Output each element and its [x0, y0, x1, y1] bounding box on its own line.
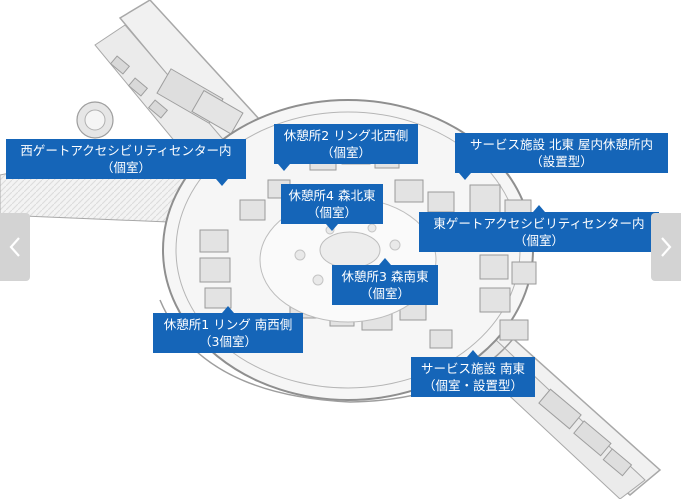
callout-detail: （個室）: [306, 205, 357, 220]
callout-title: サービス施設 北東 屋内休憩所内: [470, 137, 653, 152]
chevron-left-icon: [9, 237, 20, 257]
prev-slide-button[interactable]: [0, 213, 30, 281]
next-slide-button[interactable]: [651, 213, 681, 281]
callout-rest3[interactable]: 休憩所3 森南東 （個室）: [332, 258, 438, 305]
callout-rest1[interactable]: 休憩所1 リング 南西側 （3個室）: [153, 306, 303, 353]
callout-detail: （個室）: [100, 160, 151, 175]
callout-title: 西ゲートアクセシビリティセンター内: [20, 143, 232, 158]
callout-title: サービス施設 南東: [421, 361, 525, 376]
callout-detail: （個室・設置型）: [422, 378, 523, 393]
callout-service-ne[interactable]: サービス施設 北東 屋内休憩所内 （設置型）: [455, 133, 668, 180]
callout-detail: （個室）: [359, 286, 410, 301]
callout-title: 休憩所2 リング北西側: [283, 128, 409, 143]
chevron-right-icon: [661, 237, 672, 257]
callout-detail: （個室）: [320, 145, 371, 160]
callout-rest2[interactable]: 休憩所2 リング北西側 （個室）: [274, 124, 418, 171]
callout-west-gate[interactable]: 西ゲートアクセシビリティセンター内 （個室）: [6, 139, 246, 186]
callout-detail: （3個室）: [199, 334, 257, 349]
callout-rest4[interactable]: 休憩所4 森北東 （個室）: [281, 184, 383, 231]
callout-title: 休憩所3 森南東: [341, 269, 429, 284]
callout-service-se[interactable]: サービス施設 南東 （個室・設置型）: [411, 350, 535, 397]
callout-title: 東ゲートアクセシビリティセンター内: [433, 216, 645, 231]
callout-title: 休憩所1 リング 南西側: [163, 317, 293, 332]
callout-title: 休憩所4 森北東: [288, 188, 376, 203]
pavilion-blocks: [199, 141, 537, 349]
callout-east-gate[interactable]: 東ゲートアクセシビリティセンター内 （個室）: [419, 205, 659, 252]
callout-detail: （個室）: [513, 233, 564, 248]
callout-detail: （設置型）: [530, 154, 593, 169]
